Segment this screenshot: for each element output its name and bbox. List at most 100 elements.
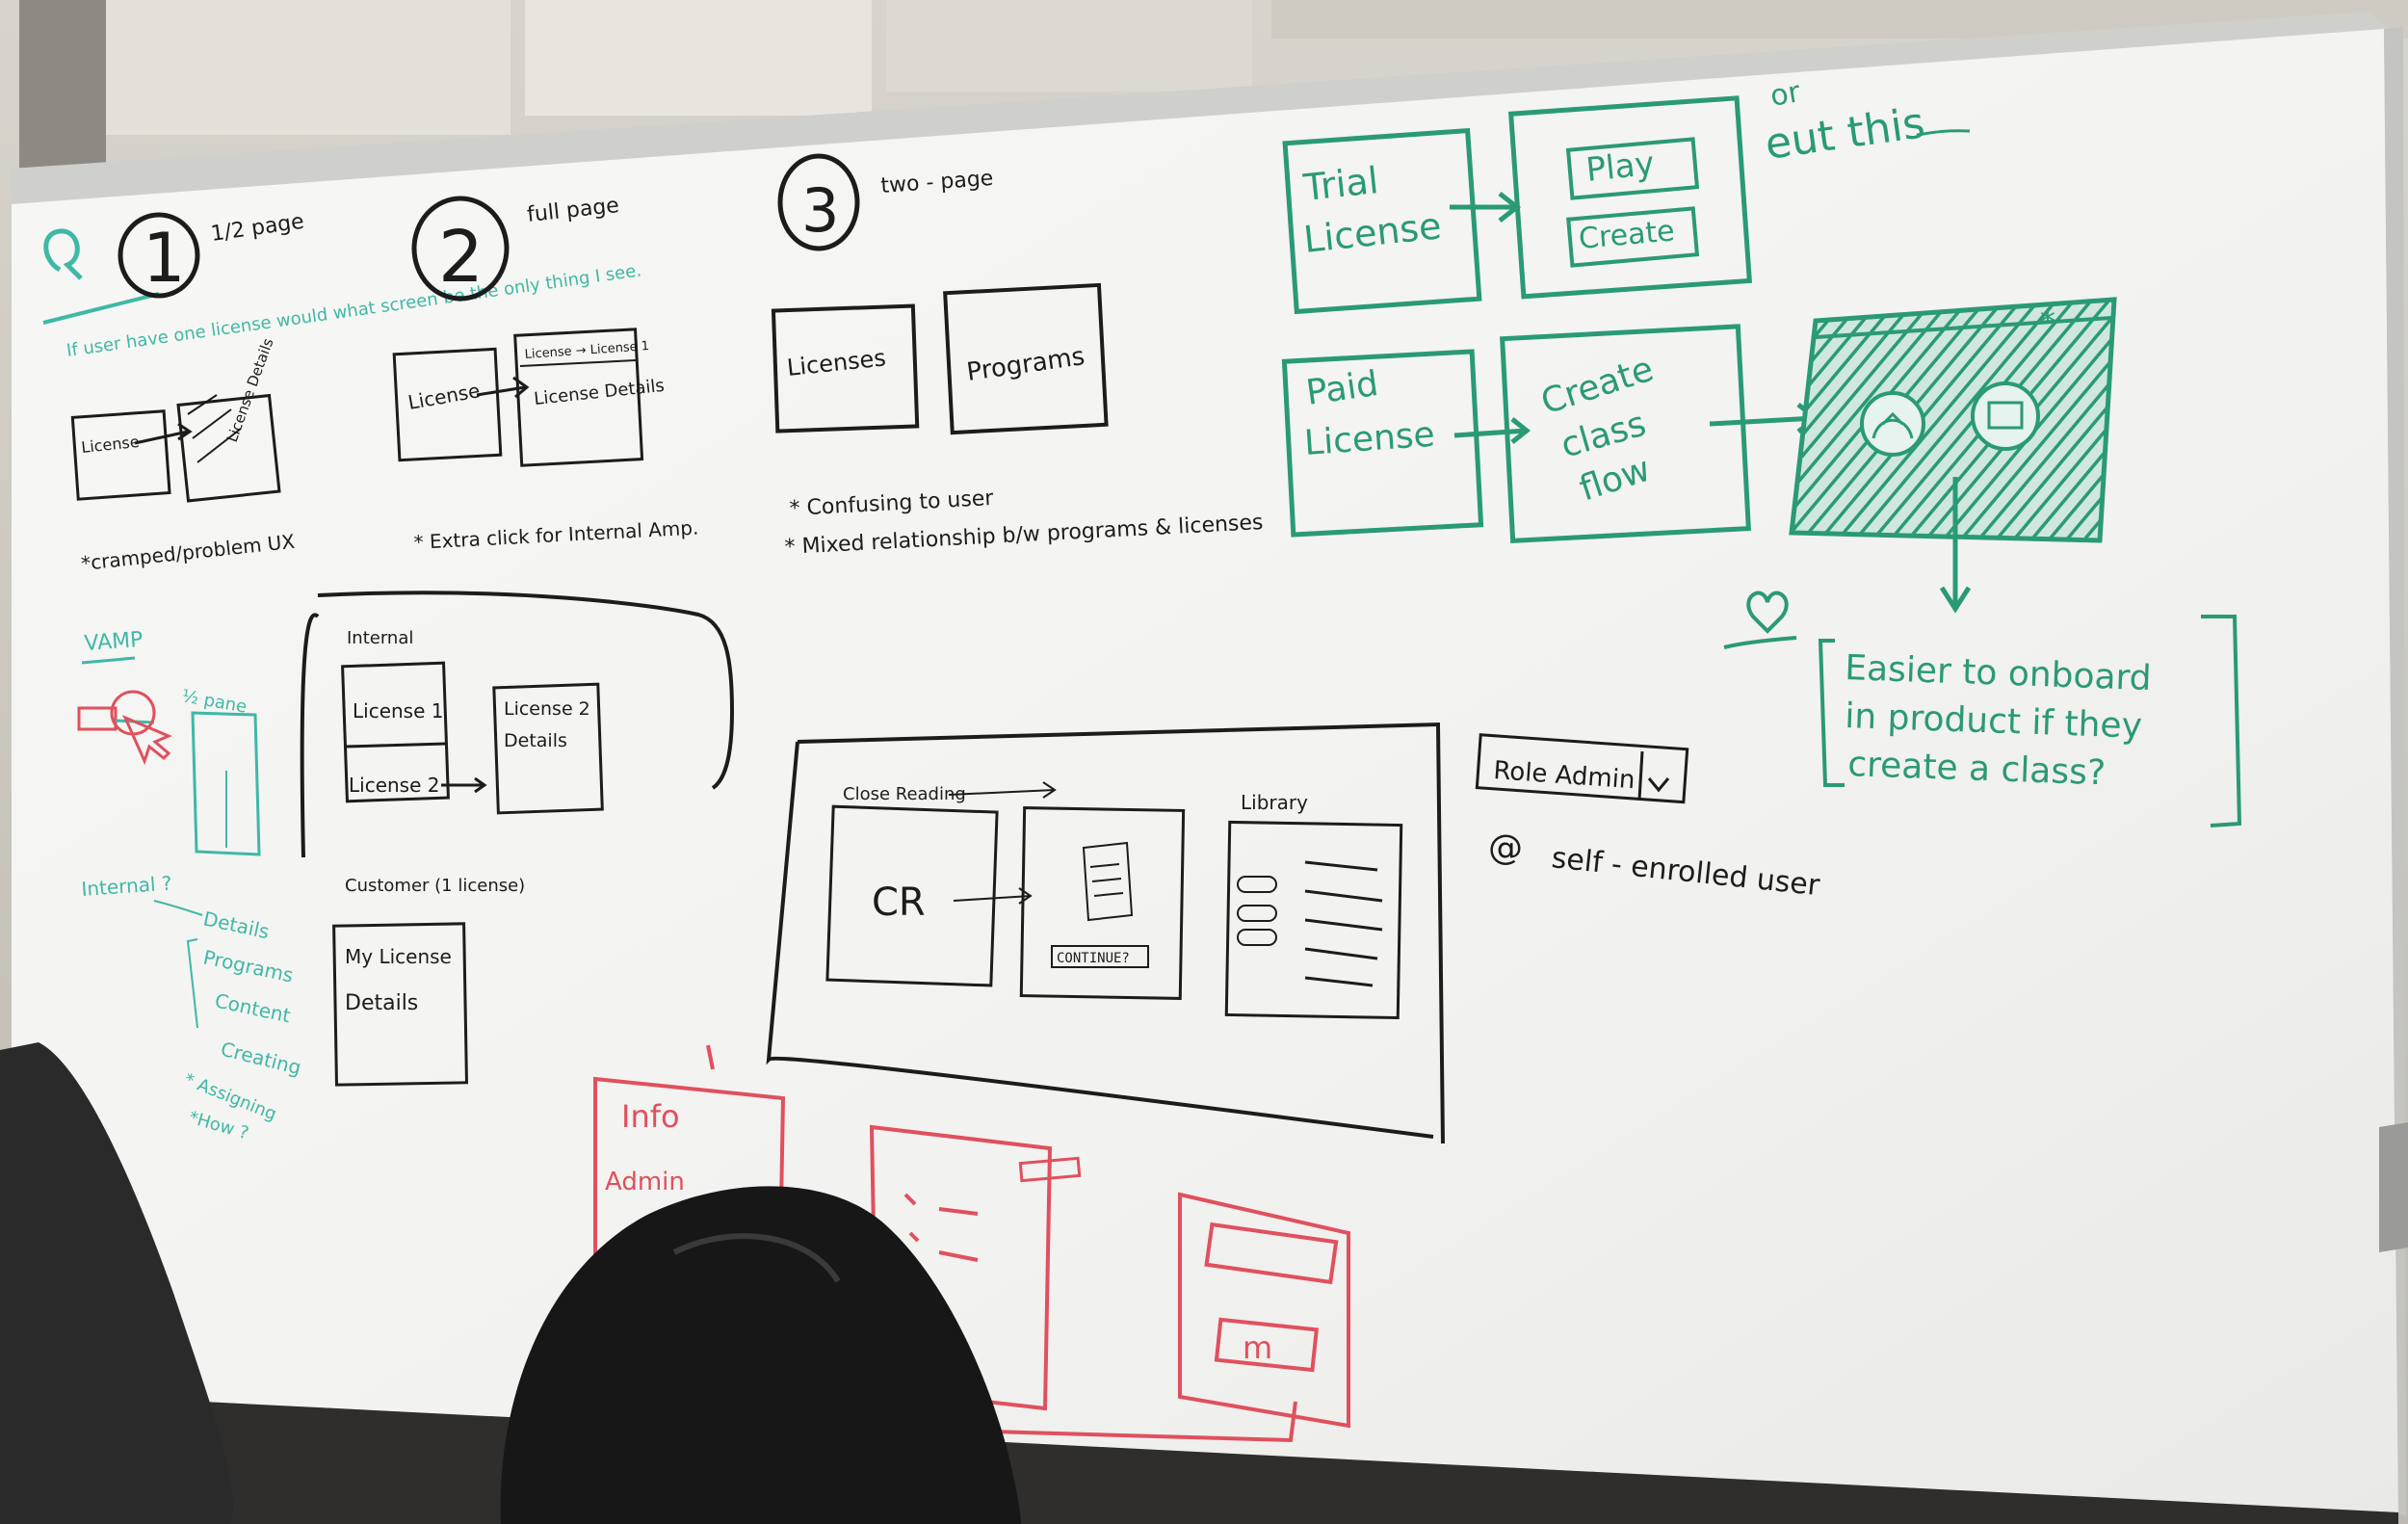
internal-license-2: License 2	[349, 774, 439, 797]
or-underline	[1916, 129, 1971, 137]
cr-label: CR	[872, 880, 926, 925]
section-1-number: 1	[143, 219, 186, 298]
section-3-circle	[777, 153, 860, 251]
trial-label-1: Trial	[1300, 159, 1380, 209]
role-admin-select	[1475, 733, 1689, 804]
internal-license-box	[341, 661, 450, 803]
red-panel-1-back	[706, 1044, 715, 1070]
red-panel-3	[1178, 1192, 1350, 1429]
vamp-bracket	[186, 938, 198, 1029]
red-panel-2-lines	[903, 1193, 979, 1262]
window-pane-3	[886, 0, 1252, 92]
close-reading-label: Close Reading	[843, 784, 966, 804]
chevron-down-icon	[1647, 777, 1670, 793]
red-info-label: Info	[621, 1098, 680, 1135]
q-mark-icon	[43, 228, 83, 280]
teacher-icon-detail	[1871, 411, 1914, 439]
heart-q-icon	[1723, 591, 1797, 649]
reading-block: Close Reading CR CONTINUE? Library	[766, 722, 1445, 1144]
library-toggle-2	[1237, 905, 1277, 922]
section-2-license-box	[392, 347, 503, 462]
close-reading-arrow	[948, 781, 1057, 799]
continue-button-sketch	[1051, 945, 1149, 968]
internal-license-1: License 1	[353, 699, 443, 723]
internal-details-1: License 2	[504, 698, 590, 720]
teacher-icon	[1860, 391, 1925, 457]
internal-bracket	[300, 591, 735, 858]
reading-outer-frame	[766, 722, 1445, 1144]
play-label: Play	[1584, 145, 1657, 190]
internal-details-box	[492, 682, 604, 815]
play-button-sketch	[1565, 137, 1700, 200]
question-bracket-left	[1818, 639, 1845, 787]
or-label: or	[1767, 75, 1803, 114]
library-toggle-3	[1237, 929, 1277, 946]
cursor-icon	[122, 715, 172, 766]
hatched-screen	[1789, 297, 2117, 543]
play-create-box	[1507, 95, 1753, 300]
whiteboard-surface	[12, 29, 2398, 1512]
my-license-2: Details	[345, 991, 418, 1015]
red-inner-box	[1204, 1222, 1339, 1285]
create-label: Create	[1578, 214, 1676, 256]
chair-back-highlight	[672, 1233, 841, 1283]
internal-divider	[344, 742, 447, 749]
window-frame-left	[19, 0, 106, 173]
paid-label-2: License	[1303, 415, 1436, 463]
chair-back-jacket	[500, 1186, 1021, 1524]
down-arrow	[1939, 477, 1972, 614]
red-tab	[1018, 1156, 1082, 1183]
section-3-programs-box	[943, 282, 1109, 435]
customer-label: Customer (1 license)	[345, 876, 525, 896]
section-1-details-box	[176, 393, 281, 503]
chair-left	[0, 1042, 233, 1524]
section-3-number: 3	[801, 175, 839, 246]
internal-details-2: Details	[504, 730, 567, 751]
paid-license-box	[1281, 349, 1484, 538]
library-toggle-1	[1237, 876, 1277, 893]
section-1-license-box	[70, 409, 171, 501]
teal-underline	[42, 292, 160, 325]
vamp-title: VAMP	[84, 628, 144, 656]
window-pane-2	[525, 0, 872, 116]
library-lines	[1304, 860, 1383, 987]
question-line-3: create a class?	[1847, 745, 2107, 793]
continue-label: CONTINUE?	[1057, 951, 1130, 966]
internal-block: Internal License 1 License 2 License 2 D…	[300, 591, 735, 1087]
window-pane-1	[106, 0, 510, 135]
vamp-small-box	[77, 706, 118, 731]
internal-arrow	[441, 776, 487, 794]
red-m-label: m	[1243, 1329, 1272, 1366]
section-2-header-line	[519, 359, 637, 367]
hatched-screen-bar	[1815, 316, 2112, 339]
trial-license-box	[1282, 127, 1482, 315]
class-icon	[1971, 381, 2040, 451]
question-bracket-right	[2201, 615, 2242, 828]
vamp-tall-box	[191, 711, 261, 856]
vamp-underline	[81, 656, 136, 665]
board-top-frame	[10, 12, 2389, 207]
at-symbol: @	[1488, 828, 1523, 868]
role-admin-divider	[1637, 750, 1644, 801]
red-m-box	[1214, 1317, 1320, 1373]
book-panel	[1019, 806, 1186, 1000]
book-icon	[1082, 841, 1134, 922]
library-label: Library	[1241, 791, 1308, 814]
my-license-1: My License	[345, 945, 452, 968]
section-1-circle	[118, 212, 200, 299]
library-panel	[1224, 820, 1403, 1020]
section-1-hatch	[187, 394, 242, 463]
chair-right-edge	[2379, 1122, 2408, 1252]
vamp-tree-line	[153, 900, 203, 916]
my-license-box	[332, 922, 468, 1087]
section-2-number: 2	[438, 216, 484, 299]
red-admin-label: Admin	[605, 1168, 685, 1196]
section-2-details-box	[513, 328, 644, 467]
paid-arrow	[1453, 417, 1531, 444]
create-button-sketch	[1566, 206, 1700, 268]
section-3-licenses-box	[771, 303, 920, 434]
class-icon-detail	[1987, 401, 2024, 430]
internal-label: Internal	[347, 628, 413, 648]
